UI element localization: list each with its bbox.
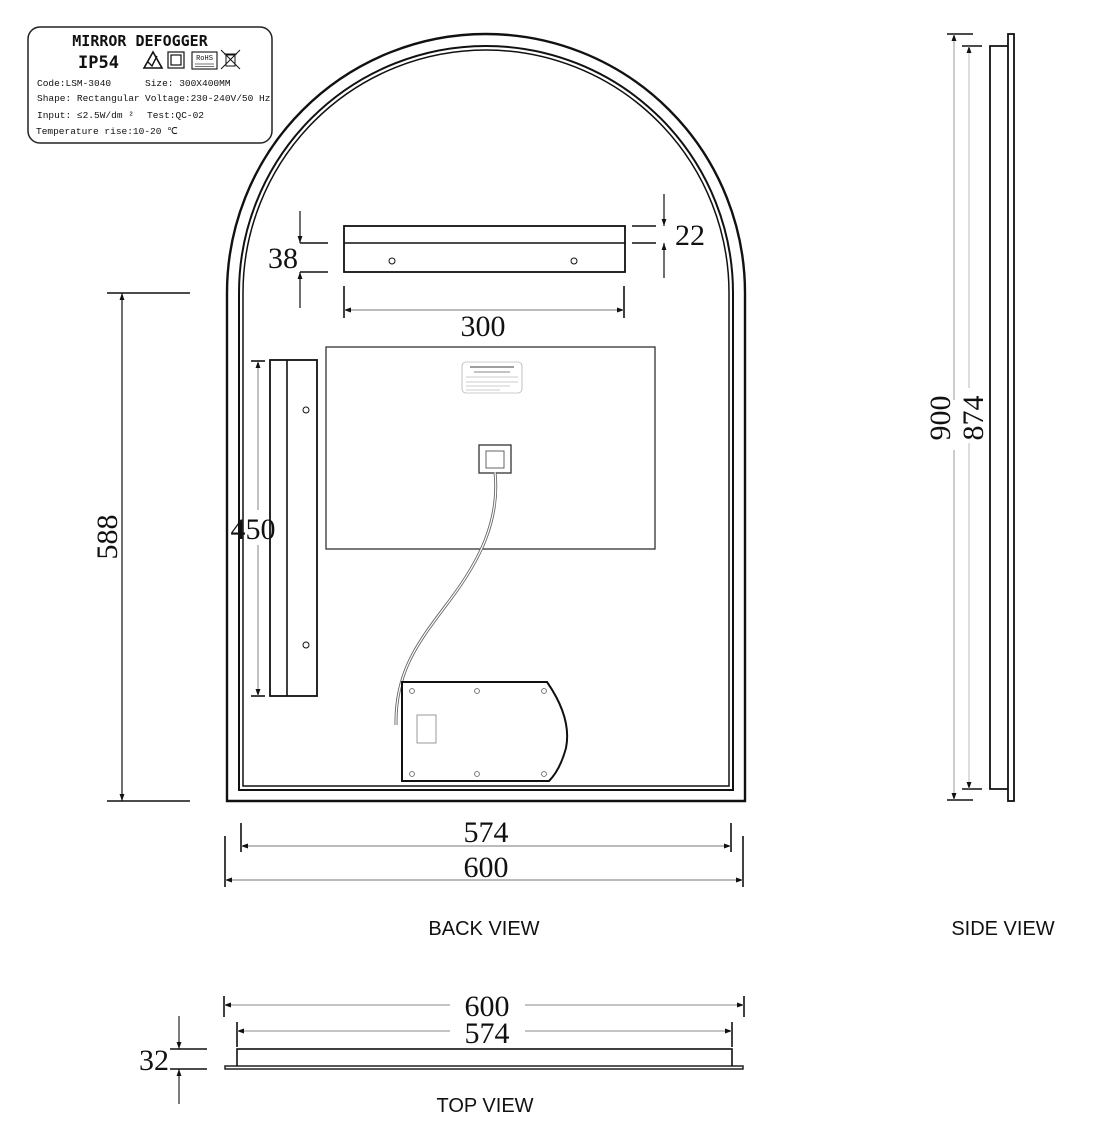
weee-bin-icon <box>220 49 241 70</box>
mirror-outer-frame <box>225 32 747 803</box>
wire-terminal-box <box>478 444 512 474</box>
back-view-title: BACK VIEW <box>428 918 539 940</box>
top-hanging-bracket <box>343 225 626 273</box>
defogger-pad <box>325 346 656 550</box>
svg-text:300: 300 <box>461 310 506 343</box>
side-view-title: SIDE VIEW <box>951 918 1054 940</box>
dimension-bracket-width: 300 <box>343 286 625 343</box>
top-glass-profile <box>224 1065 744 1070</box>
svg-text:588: 588 <box>91 515 124 560</box>
label-title: MIRROR DEFOGGER <box>72 32 208 50</box>
top-frame-profile <box>236 1048 733 1068</box>
label-input: Input: ≤2.5W/dm ² <box>37 110 134 121</box>
mirror-inner-frame <box>238 45 734 791</box>
svg-text:874: 874 <box>957 396 990 441</box>
svg-text:574: 574 <box>464 816 509 849</box>
switch-icon <box>416 714 437 744</box>
dimension-top-outer-width: 600 <box>223 990 745 1023</box>
dimension-depth: 32 <box>139 1016 207 1104</box>
label-voltage: Voltage:230-240V/50 Hz <box>145 93 270 104</box>
dimension-inner-width: 574 <box>240 816 732 852</box>
svg-text:RoHS: RoHS <box>196 55 213 63</box>
svg-text:574: 574 <box>465 1017 510 1050</box>
svg-text:22: 22 <box>675 219 705 252</box>
side-hanging-bracket <box>269 359 318 697</box>
rohs-compliant-icon: RoHS <box>191 51 218 70</box>
svg-text:600: 600 <box>464 851 509 884</box>
top-view-title: TOP VIEW <box>436 1095 533 1117</box>
dimension-straight-height: 588 <box>91 292 190 802</box>
back-view: 38 22 300 <box>91 32 747 940</box>
dimension-bracket-lip: 22 <box>632 194 705 278</box>
svg-text:38: 38 <box>268 242 298 275</box>
svg-text:600: 600 <box>465 990 510 1023</box>
switch-control-box <box>401 681 569 782</box>
dimension-top-inner-width: 574 <box>236 1017 733 1050</box>
label-border <box>27 26 273 144</box>
dimension-inner-height: 874 <box>957 45 990 790</box>
label-temperature: Temperature rise:10-20 ℃ <box>36 126 178 137</box>
side-glass-profile <box>1007 33 1015 802</box>
svg-text:32: 32 <box>139 1044 169 1077</box>
side-frame-profile <box>989 45 1008 790</box>
label-size: Size: 300X400MM <box>145 78 231 89</box>
label-test: Test:QC-02 <box>147 110 204 121</box>
double-insulation-icon <box>167 51 185 69</box>
dimension-total-height: 900 <box>924 33 973 801</box>
label-code: Code:LSM-3040 <box>37 78 111 89</box>
dimension-bracket-height: 38 <box>268 211 328 308</box>
top-view: 600 574 32 TOP VIEW <box>139 990 745 1117</box>
mirror-glass-edge <box>242 49 730 787</box>
product-label: MIRROR DEFOGGER IP54 RoHS Code:LSM-3040 … <box>27 26 273 144</box>
side-view: 900 874 SIDE VIEW <box>924 33 1055 940</box>
svg-text:450: 450 <box>231 513 276 546</box>
label-shape: Shape: Rectangular <box>37 93 140 104</box>
svg-text:900: 900 <box>924 396 957 441</box>
dimension-side-bracket-height: 450 <box>231 360 276 697</box>
rcm-mark-icon <box>142 50 164 69</box>
label-rating: IP54 <box>78 53 119 73</box>
mini-product-label <box>461 361 523 394</box>
dimension-outer-width: 600 <box>224 836 744 887</box>
